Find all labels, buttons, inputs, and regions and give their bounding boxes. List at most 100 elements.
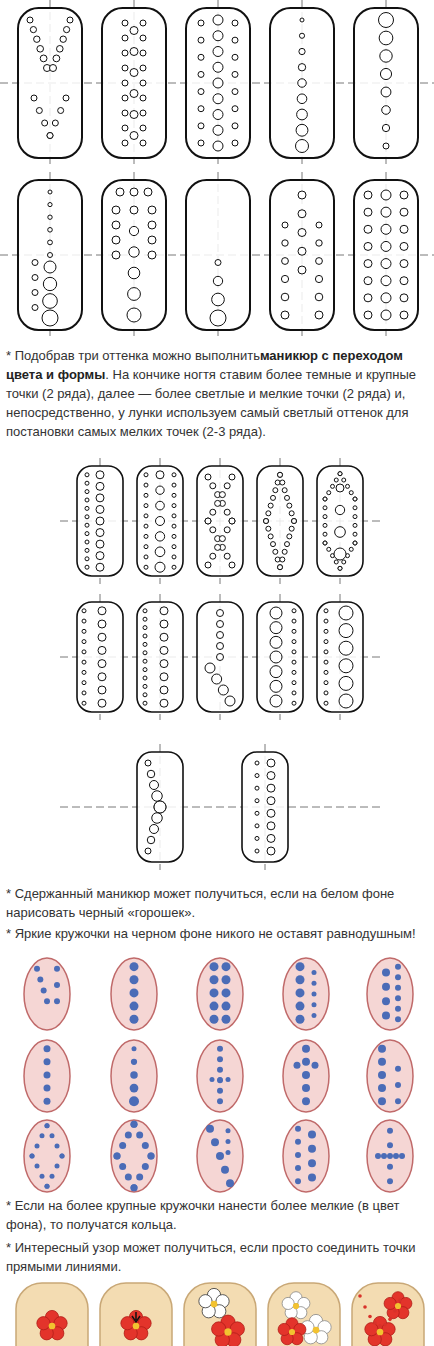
dot [48,215,52,219]
dot [58,108,64,114]
dot [44,1071,51,1078]
dot [43,294,58,309]
dot [294,1062,301,1069]
dot [364,311,372,319]
dot [85,557,89,561]
dot [116,188,124,196]
dot [315,311,323,319]
flower-center [133,1323,140,1330]
dot [31,95,37,101]
dot [312,1013,317,1018]
dot [136,1174,143,1181]
nail-outline [257,602,303,712]
dot [342,560,346,564]
dot [34,36,40,42]
dot [316,222,322,228]
dot [55,1164,60,1169]
dot [271,495,276,500]
dot [128,288,141,301]
dot [267,797,275,805]
dot [198,54,204,60]
nail-oval [24,1120,70,1192]
dot [217,1046,223,1052]
dot [282,488,287,493]
dot [147,770,155,778]
dot [292,519,297,524]
dot [226,1128,231,1133]
dot [140,140,146,146]
dot [215,544,221,550]
nail-outline [354,8,418,158]
dot [217,621,224,628]
dot [119,1163,126,1170]
dot [142,1163,149,1170]
dot [210,962,219,971]
dot [213,62,223,72]
dot [222,962,231,971]
dot [349,547,353,551]
dot [295,1178,301,1184]
dot [40,55,47,62]
dot [155,562,165,572]
dot [98,673,106,681]
dot [44,998,50,1004]
dot [299,33,304,38]
dot [278,472,283,477]
dot [43,277,56,290]
dot [155,532,164,541]
dot [315,275,322,282]
dot [143,676,147,680]
dot [364,294,372,302]
dot [30,1154,35,1159]
dot [122,35,128,41]
dot [212,293,225,306]
dot [144,534,148,538]
dot [312,970,317,975]
nail-oval [24,958,70,1030]
dot [338,566,342,570]
dot [160,646,168,654]
dot [221,1166,229,1174]
dot [296,124,308,136]
dot [226,1150,231,1155]
note-paragraph: * Если на более крупные кружочки нанести… [6,1196,428,1234]
dot [266,526,271,531]
dot [395,985,401,991]
dot [34,966,40,972]
dot [85,532,89,536]
dot [393,1309,397,1313]
dot [217,1088,223,1094]
dot [382,124,389,131]
dot [296,962,305,971]
flower-center [293,1303,299,1309]
flower-center [313,1327,320,1334]
dot [128,267,140,279]
dot [312,1062,319,1069]
dot [292,670,296,674]
dot [85,473,89,477]
dot [54,998,60,1004]
dot [327,547,331,551]
dot [32,290,38,296]
nail-outline [197,466,243,576]
dot [48,253,53,258]
dot [373,1321,377,1325]
dot [54,982,60,988]
dot [114,1153,121,1160]
dot [67,17,73,23]
dot [255,774,259,778]
dot [160,620,168,628]
dot [296,1015,305,1024]
dot [44,1045,51,1052]
dot [210,1002,219,1011]
dot [400,242,408,250]
petal [384,1297,396,1309]
dot [45,1184,50,1189]
dot [232,71,238,77]
dot [143,634,147,638]
nail-oval [111,1120,157,1192]
dot [85,565,89,569]
dot [381,276,391,286]
dot [41,987,47,993]
dot [296,975,305,984]
